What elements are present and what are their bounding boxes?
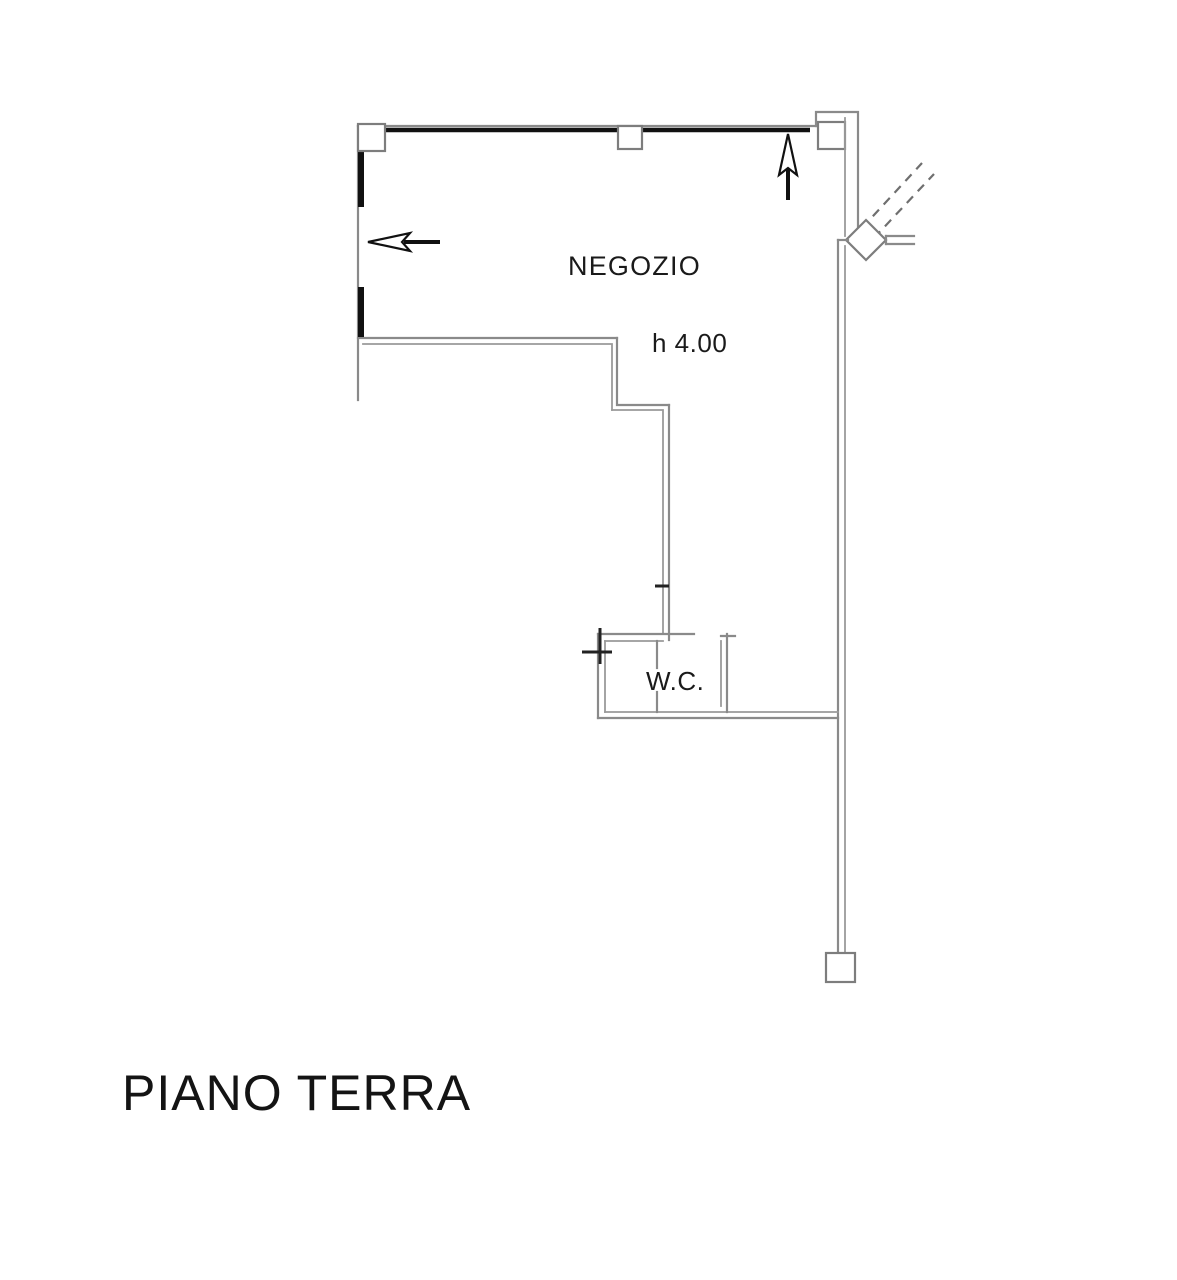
right-boundary-wall (824, 238, 857, 984)
sheet-title: PIANO TERRA (122, 1065, 471, 1121)
left-arrow-icon (367, 231, 440, 253)
door-swing-line-a (861, 162, 923, 229)
wall-step-inner (611, 409, 664, 635)
pillar-right-icon (816, 120, 847, 151)
pillar-middle-icon (616, 124, 644, 151)
room-label-wc: W.C. (646, 666, 704, 696)
wall-entry-recess (814, 110, 860, 243)
negozio-walls (356, 124, 818, 642)
room-label-negozio: NEGOZIO (568, 251, 701, 281)
wall-negozio-bottom-inner (362, 343, 613, 411)
pillar-bottom-right-icon (824, 951, 857, 984)
entry-recess-walls (814, 110, 860, 243)
heavy-wall-segments (358, 127, 810, 337)
swing-door-icon (836, 162, 935, 262)
ceiling-height-note: h 4.00 (652, 328, 727, 358)
up-arrow-icon (777, 133, 799, 200)
up-arrow-head (777, 133, 799, 178)
door-pivot-diamond (844, 218, 888, 262)
wall-step-outer (615, 336, 671, 407)
wc-walls (582, 584, 840, 720)
pillar-left-icon (356, 122, 387, 153)
left-arrow-head (367, 231, 414, 253)
door-swing-line-b (873, 173, 935, 239)
pillars-group (356, 120, 847, 153)
